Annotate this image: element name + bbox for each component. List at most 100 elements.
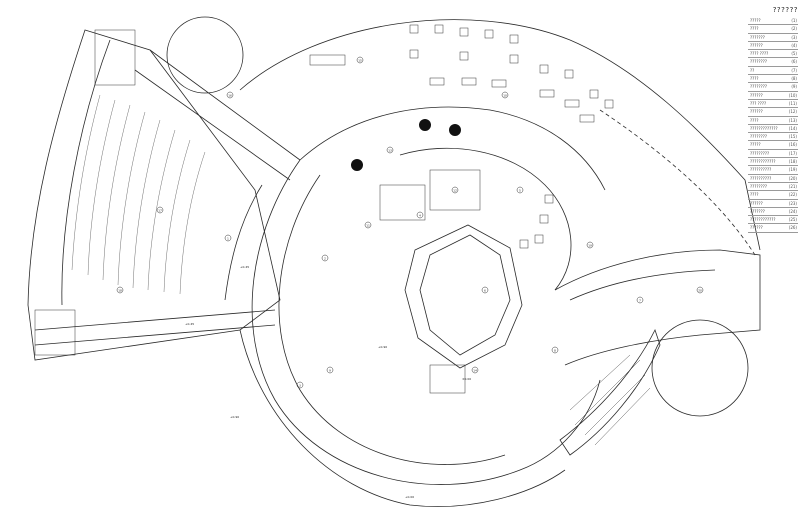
legend-row-code: (22): [788, 192, 797, 198]
room-tag: 20: [698, 288, 702, 292]
legend-row-label: ??????????: [750, 175, 772, 181]
legend-row-code: (7): [791, 67, 797, 73]
outer-wall-dashed: [599, 109, 756, 256]
legend-row: ???? (13): [748, 117, 798, 125]
legend-row-code: (24): [788, 208, 797, 214]
room-tag-circle: [321, 254, 329, 262]
legend-row-code: (21): [788, 183, 797, 189]
paved-plaza: [559, 328, 661, 456]
room-tag-circle: [696, 286, 704, 294]
legend-row: ???? (22): [748, 191, 798, 200]
legend-row-code: (15): [788, 134, 797, 140]
legend-row: ?????????? (20): [748, 175, 798, 183]
legend-row-code: (12): [788, 109, 797, 115]
legend-row-label: ?????????: [750, 150, 770, 156]
room-tag-circle: [516, 186, 524, 194]
legend-row-label: ??? ????: [750, 100, 767, 106]
legend-row-code: (8): [791, 76, 797, 82]
legend-row-label: ??: [750, 67, 755, 73]
outer-wall: [239, 19, 761, 251]
legend-row: ?????????(17): [748, 150, 798, 159]
room-tag: 17: [158, 208, 162, 212]
room-tag: 4: [419, 213, 421, 217]
legend-row-code: (13): [788, 117, 797, 123]
level-mark: +0.45: [240, 265, 249, 269]
auditorium-seating: [71, 94, 206, 295]
room-tag: 7: [639, 298, 641, 302]
legend-row: ???????? (21): [748, 183, 798, 192]
legend-row-label: ?????????????: [750, 125, 778, 131]
legend-row-code: (19): [788, 167, 797, 173]
legend-row-code: (4): [791, 42, 797, 48]
legend-row: ?? (7): [748, 67, 798, 76]
level-mark: +0.90: [378, 345, 387, 349]
room-tag-circle: [224, 234, 232, 242]
room-tag-circle: [296, 381, 304, 389]
plant-symbols: [351, 119, 461, 171]
level-mark: ±0.00: [462, 377, 471, 381]
room-tag: 14: [473, 368, 477, 372]
legend-row-code: (18): [788, 159, 797, 165]
legend-row-label: ????????: [750, 183, 767, 189]
legend-row-code: (25): [788, 217, 797, 223]
room-tag: 6: [484, 288, 486, 292]
legend-row: ??????? (24): [748, 208, 798, 217]
room-tag-circle: [326, 366, 334, 374]
room-tag: 11: [366, 223, 370, 227]
room-tag: 13: [388, 148, 392, 152]
room-tag: 1: [227, 236, 229, 240]
room-tag-circle: [481, 286, 489, 294]
room-tag-circle: [156, 206, 164, 214]
east-wing-inner: [569, 269, 716, 301]
level-mark: +0.00: [405, 495, 414, 499]
legend-row-label: ???????: [750, 208, 765, 214]
legend-row: ???????? (9): [748, 83, 798, 92]
legend-row: ?????(1): [748, 17, 798, 26]
auditorium-outer: [27, 29, 281, 361]
plant-icon: [351, 159, 363, 171]
legend-row-label: ????????: [750, 84, 767, 90]
legend-row-code: (14): [788, 125, 797, 131]
legend-row-label: ???? ????: [750, 51, 769, 57]
room-tag-circle: [364, 221, 372, 229]
legend-row-code: (9): [791, 84, 797, 90]
legend-row-label: ????: [750, 26, 759, 32]
south-wing: [239, 329, 566, 507]
spiral-wall-2: [399, 147, 572, 291]
legend-row: ????? (16): [748, 141, 798, 150]
legend-row-label: ??????: [750, 200, 763, 206]
legend-row-label: ????: [750, 117, 759, 123]
tree-circle-right: [651, 319, 749, 417]
room-tag-circle: [356, 56, 364, 64]
legend-row-label: ?????: [750, 142, 761, 148]
legend-row-label: ??????: [750, 92, 763, 98]
legend-row: ????(8): [748, 75, 798, 84]
room-tag: 3: [299, 383, 301, 387]
main-hall-ring-outer: [251, 159, 601, 485]
legend-row-label: ???????: [750, 34, 765, 40]
room-tag: 10: [503, 93, 507, 97]
legend-row-code: (3): [791, 34, 797, 40]
room-tag-circle: [226, 91, 234, 99]
legend-row-label: ????: [750, 192, 759, 198]
legend-row-label: ??????: [750, 109, 763, 115]
legend-row-label: ????????????: [750, 159, 776, 165]
legend-row-code: (11): [788, 100, 797, 106]
room-tag: 5: [519, 188, 521, 192]
legend-row-label: ????????: [750, 59, 767, 65]
room-tag-circle: [416, 211, 424, 219]
legend-row: ???? ????(5): [748, 50, 798, 59]
room-tag: 18: [118, 288, 122, 292]
auditorium-stage-arc: [224, 184, 263, 301]
plaza-grid-1: [569, 354, 651, 446]
legend-row-code: (1): [791, 18, 797, 23]
legend-row-label: ??????: [750, 225, 763, 231]
legend-row-code: (20): [788, 175, 797, 181]
legend-row-label: ??????????: [750, 167, 772, 173]
room-tag-circle: [451, 186, 459, 194]
legend-row: ????(2): [748, 25, 798, 34]
legend-row-code: (16): [788, 142, 797, 148]
room-tag: 9: [329, 368, 331, 372]
room-tag: 12: [453, 188, 457, 192]
